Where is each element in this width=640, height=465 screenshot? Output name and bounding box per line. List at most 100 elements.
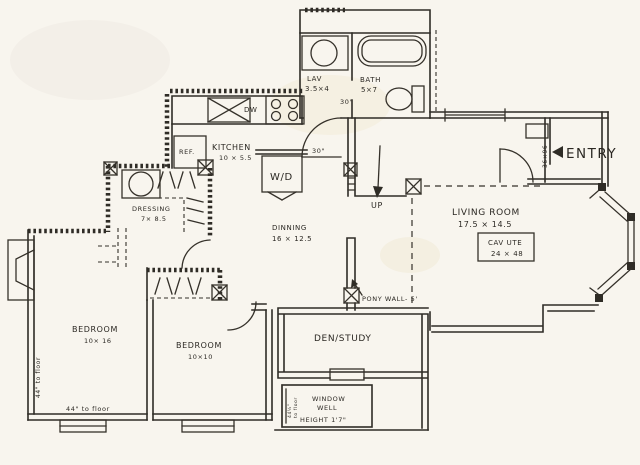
lav-counter — [301, 35, 349, 71]
well-inner — [281, 384, 287, 428]
fireplace-firebox — [15, 249, 35, 291]
room-dims-kitchen: 10 × 5.5 — [219, 154, 252, 162]
dishwasher-label: DW — [244, 106, 258, 114]
scan-stain — [380, 237, 440, 273]
dressing-room: DRESSING 7× 8.5 — [103, 159, 214, 269]
bedroom-wing: 44" to floor BEDROOM 10× 16 44" to floor… — [7, 228, 273, 433]
kitchen-sink — [207, 97, 251, 123]
post-cross — [343, 162, 358, 177]
entry-door-arc — [499, 148, 534, 183]
well-sill-dim-1: 44½" — [286, 403, 293, 418]
bay-window-e — [627, 220, 635, 263]
burner — [287, 98, 299, 110]
up-arrow-shaft — [377, 145, 381, 189]
north-wall — [429, 111, 609, 119]
room-dims-dressing: 7× 8.5 — [141, 215, 167, 223]
bay-post — [627, 213, 635, 221]
post — [343, 287, 360, 304]
post — [211, 284, 228, 301]
den-walls — [277, 307, 429, 431]
pony-wall-lines — [346, 237, 356, 311]
post-cross — [211, 284, 228, 301]
room-label-living: LIVING ROOM — [452, 208, 520, 218]
window-well-label-1: WINDOW — [312, 395, 345, 403]
bathtub-inner — [361, 39, 423, 63]
post-cross — [197, 159, 214, 176]
well-sill-dim-2: to floor — [293, 397, 299, 418]
room-label-bedroom1: BEDROOM — [72, 325, 118, 334]
toilet-bowl — [385, 87, 413, 111]
bay-post — [595, 294, 603, 302]
window — [444, 108, 506, 122]
room-dims-bedroom1: 10× 16 — [84, 337, 112, 345]
post-cross — [405, 178, 422, 195]
window-well: WINDOW WELL HEIGHT 1'7" 44½" to floor — [274, 384, 429, 431]
dining-room: DINNING 16 × 12.5 — [272, 224, 312, 243]
post — [405, 178, 422, 195]
den-study: DEN/STUDY — [277, 307, 429, 431]
room-dims-bedroom2: 10×10 — [188, 353, 213, 361]
pony-arrow-head — [351, 279, 358, 288]
room-label-dining: DINNING — [272, 224, 307, 232]
up-arrow-head — [373, 186, 383, 198]
lav-sink — [310, 39, 338, 67]
bay-window-ne — [599, 191, 633, 222]
bay-window-se — [597, 262, 633, 295]
cav-ute-label: CAV UTE — [488, 239, 522, 247]
bedroom2-north-stub — [251, 303, 267, 311]
refrigerator — [173, 135, 207, 169]
post — [197, 159, 214, 176]
room-dims-dining: 16 × 12.5 — [272, 235, 312, 243]
room-label-bath: BATH — [360, 76, 381, 84]
bath-outer-wall — [299, 9, 431, 119]
sill-dim-bottom: 44" to floor — [66, 405, 110, 413]
entry-east-wall — [601, 111, 609, 187]
bay-post — [627, 262, 635, 270]
opening-dash — [98, 228, 127, 270]
stair-treads — [347, 177, 356, 191]
wd-wall — [255, 149, 308, 155]
fireplace — [7, 239, 35, 301]
room-dims-living: 17.5 × 14.5 — [458, 220, 512, 229]
entry-south-wall — [527, 178, 601, 185]
cav-ute-box — [477, 232, 535, 262]
entry-step — [525, 123, 549, 139]
kitchen: REF. DW KITCHEN 10 × 5.5 W/D 30" — [164, 88, 325, 201]
closet-shelf-dash — [130, 197, 185, 232]
window-well-label-3: HEIGHT 1'7" — [300, 416, 347, 424]
post-cross — [343, 287, 360, 304]
pony-wall: PONY WALL- 5' — [343, 237, 418, 311]
entry-area: ENTRY 36×96 — [429, 108, 617, 187]
bedroom2-east-wall — [265, 309, 273, 421]
entry-west-wall — [544, 117, 551, 183]
window-well-label-2: WELL — [317, 404, 337, 412]
room-label-dressing: DRESSING — [132, 205, 171, 213]
washer-dryer — [261, 155, 303, 193]
door-arc — [227, 301, 257, 331]
pony-wall-label: PONY WALL- 5' — [362, 295, 418, 303]
door-dim-bath: 30" — [340, 98, 353, 106]
closet-rods — [154, 277, 202, 295]
door-dim-hall: 30" — [312, 147, 325, 155]
bedroom-divider-wall — [146, 299, 154, 421]
wd-mark — [267, 191, 297, 201]
door-arc — [181, 239, 211, 269]
vanity-sink — [128, 171, 154, 197]
room-label-kitchen: KITCHEN — [212, 143, 251, 152]
washer-dryer-label: W/D — [270, 172, 293, 183]
room-dims-lav: 3.5×4 — [305, 85, 329, 93]
den-window — [329, 368, 365, 381]
closet-rods — [157, 171, 196, 189]
room-label-bedroom2: BEDROOM — [176, 341, 222, 350]
bay-trim — [589, 190, 599, 295]
entry-arrow-icon — [552, 146, 563, 158]
stove — [265, 95, 305, 125]
entry-label: ENTRY — [566, 146, 617, 162]
scan-stain — [10, 20, 170, 100]
room-dims-bath: 5×7 — [361, 86, 378, 94]
post — [343, 162, 358, 177]
post-cross — [103, 161, 118, 176]
bay-post — [598, 183, 606, 191]
living-room: LIVING ROOM 17.5 × 14.5 CAV UTE 24 × 48 — [429, 208, 599, 333]
